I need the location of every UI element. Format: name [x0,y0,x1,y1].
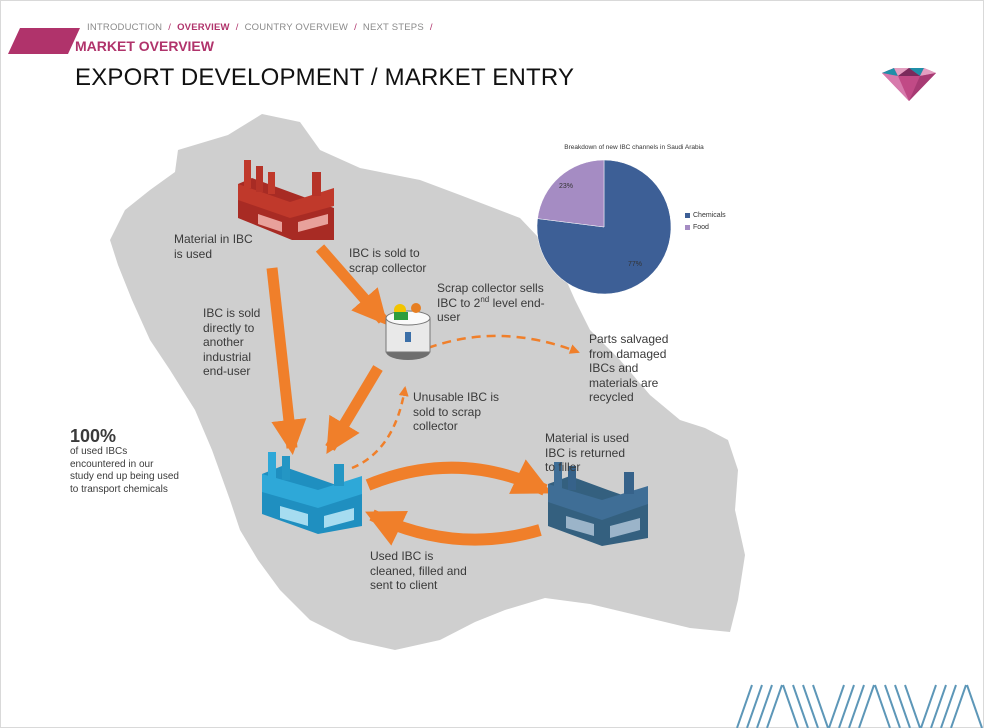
diamond-logo-icon [882,68,936,101]
arrow-back-to-client [365,509,542,546]
breadcrumb: Introduction / Overview / Country overview / N… [87,22,439,33]
label-parts-salvaged: Parts salvaged from damaged IBCs and mat… [589,332,669,404]
label-returned-to-filler: Material is used IBC is returned to fill… [545,431,630,474]
legend-label-food: Food [693,223,709,231]
arrow-to-filler [365,459,552,496]
stat-callout: 100% of used IBCs encountered in our stu… [70,426,180,496]
legend-swatch-chemicals [685,212,690,218]
label-sold-to-scrap: IBC is sold to scrap collector [349,246,427,275]
accent-tab [8,28,80,54]
pie-label-food: 23% [559,183,574,190]
page-title: EXPORT DEVELOPMENT / MARKET ENTRY [75,64,575,91]
breadcrumb-separator: / [354,22,357,33]
label-sold-directly: IBC is sold directly to another industri… [203,306,261,378]
breadcrumb-separator: / [429,22,433,33]
breadcrumb-next-steps[interactable]: Next steps [362,22,424,33]
legend-item-food: Food [685,221,726,233]
label-material-used: Material in IBC is used [174,232,253,261]
teal-factory-icon [262,452,362,534]
stat-description: of used IBCs encountered in our study en… [70,446,179,495]
section-title: MARKET OVERVIEW [75,38,214,54]
arrow-parts-salvaged-dashed [427,334,580,354]
pie-slice-chemicals [536,159,672,295]
breadcrumb-introduction[interactable]: Introduction [87,22,163,33]
legend-swatch-food [685,224,690,230]
breadcrumb-separator: / [235,22,239,33]
label-unusable: Unusable IBC is sold to scrap collector [413,390,500,433]
legend-item-chemicals: Chemicals [685,209,726,221]
scrap-collector-icon [385,303,431,360]
breadcrumb-separator: / [168,22,172,33]
decorative-pattern [736,684,983,728]
label-cleaned-filled: Used IBC is cleaned, filled and sent to … [370,549,467,592]
pie-slice-food [537,159,605,228]
breadcrumb-overview[interactable]: Overview [177,22,230,33]
pie-legend: Chemicals Food [685,209,726,233]
legend-label-chemicals: Chemicals [693,211,726,219]
arrow-unusable-dashed [351,386,409,470]
red-factory-icon [238,160,334,240]
arrow-material-to-direct [266,267,307,455]
arrow-to-scrap-collector [315,244,388,326]
steel-factory-icon [548,462,648,546]
breadcrumb-country-overview[interactable]: Country overview [244,22,349,33]
arrow-scrap-to-enduser [325,365,383,455]
label-scrap-sells-text: Scrap collector sells IBC to 2 [437,281,544,310]
pie-label-chemicals: 77% [628,261,643,268]
stat-value: 100% [70,426,117,446]
label-scrap-sells: Scrap collector sells IBC to 2nd level e… [437,281,547,325]
label-scrap-sells-text-2: level end-user [437,295,545,325]
pie-chart [536,159,672,295]
pie-chart-title: Breakdown of new IBC channels in Saudi A… [564,144,704,151]
label-scrap-sells-sup: nd [480,294,490,304]
